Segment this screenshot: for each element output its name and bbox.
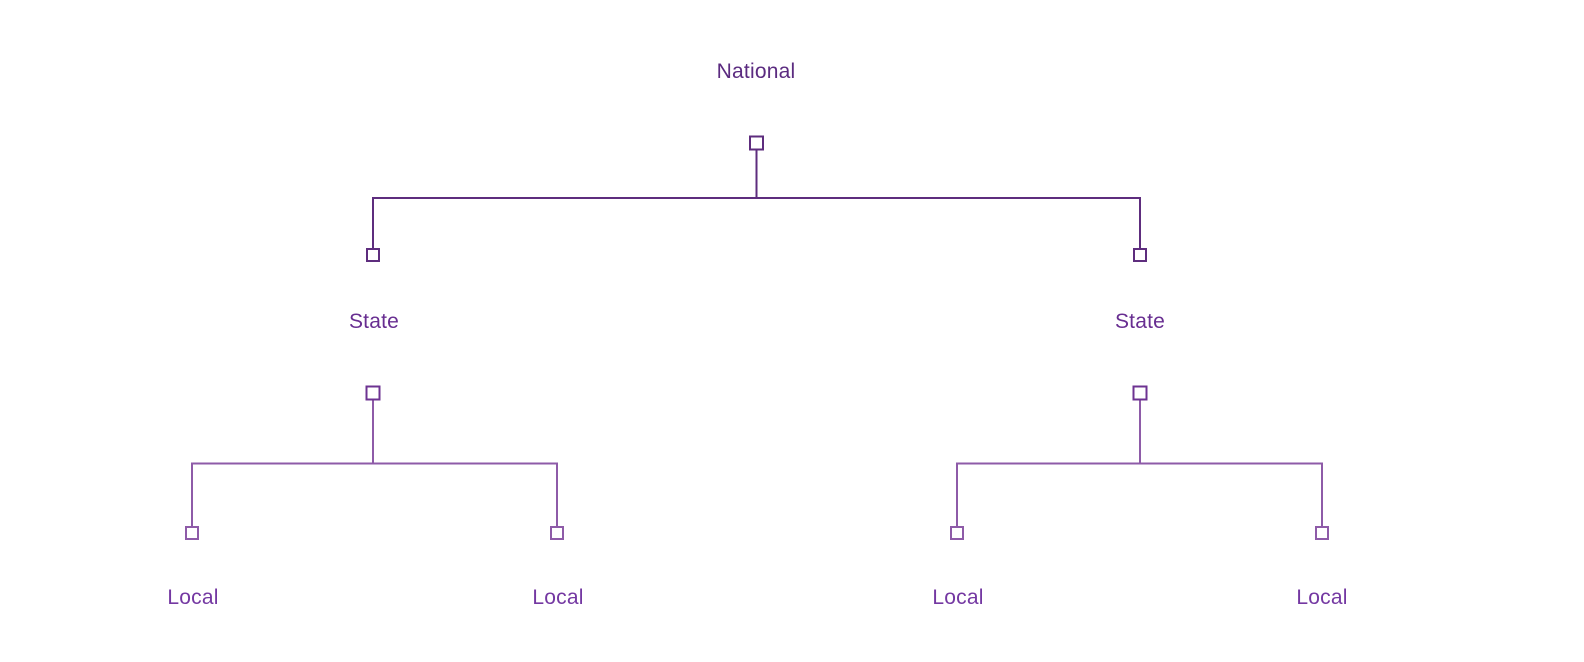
edge-bus-line bbox=[191, 462, 558, 527]
node-label-local-2: Local bbox=[532, 586, 584, 609]
connector-endpoint-local-1 bbox=[185, 526, 199, 540]
node-label-local-3: Local bbox=[932, 586, 984, 609]
connector-handle-national bbox=[749, 135, 764, 151]
node-label-state-left: State bbox=[348, 310, 400, 333]
connector-endpoint-local-2 bbox=[550, 526, 564, 540]
connector-endpoint-local-3 bbox=[950, 526, 964, 540]
edge-bus-line bbox=[372, 197, 1141, 249]
connector-handle-state-left bbox=[365, 385, 381, 401]
node-label-local-4: Local bbox=[1296, 586, 1348, 609]
node-label-national: National bbox=[716, 60, 796, 83]
connector-handle-state-right bbox=[1132, 385, 1148, 401]
node-label-local-1: Local bbox=[167, 586, 219, 609]
edge-state-left-to-locals bbox=[185, 385, 564, 540]
edge-bus-line bbox=[956, 462, 1323, 527]
edge-state-right-to-locals bbox=[950, 385, 1329, 540]
connector-endpoint-local-4 bbox=[1315, 526, 1329, 540]
connector-endpoint-state-right bbox=[1133, 248, 1147, 262]
node-label-state-right: State bbox=[1114, 310, 1166, 333]
connector-endpoint-state-left bbox=[366, 248, 380, 262]
edge-national-to-states bbox=[366, 135, 1147, 262]
